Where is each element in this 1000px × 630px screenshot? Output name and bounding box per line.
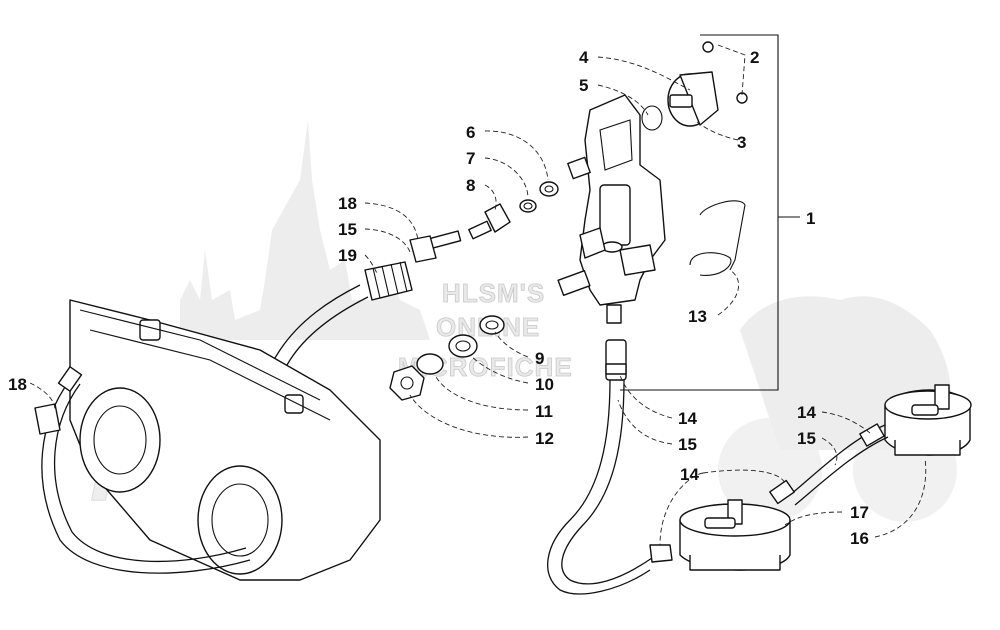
fuel-line-main (547, 339, 653, 595)
callout-14-lower: 14 (680, 465, 699, 484)
pump-cover-assembly (641, 41, 748, 131)
callouts: 1 2 3 4 5 6 7 8 9 10 11 12 13 14 15 14 1… (8, 48, 869, 548)
leader-lines (29, 44, 927, 546)
callout-10: 10 (535, 375, 554, 394)
engine-carburetor (34, 299, 381, 581)
callout-4: 4 (579, 48, 589, 67)
watermark-line1: HLSM'S (442, 278, 545, 308)
callout-14-upper: 14 (797, 403, 816, 422)
fuel-filter-lower (649, 499, 791, 571)
callout-15-pulse: 15 (338, 220, 357, 239)
callout-12: 12 (535, 429, 554, 448)
callout-15-main: 15 (678, 435, 697, 454)
callout-19: 19 (338, 246, 357, 265)
fuel-pump-body (557, 94, 746, 324)
callout-1: 1 (806, 209, 815, 228)
callout-3: 3 (737, 133, 746, 152)
callout-13: 13 (688, 307, 707, 326)
callout-9: 9 (535, 349, 544, 368)
callout-5: 5 (579, 76, 588, 95)
callout-2: 2 (750, 48, 759, 67)
callout-18-pulse: 18 (338, 194, 357, 213)
callout-7: 7 (466, 149, 475, 168)
callout-8: 8 (466, 176, 475, 195)
callout-16: 16 (850, 529, 869, 548)
callout-18-left: 18 (8, 375, 27, 394)
callout-14-main: 14 (678, 409, 697, 428)
fuel-filter-upper (769, 384, 972, 506)
assembly-bracket (620, 34, 779, 391)
callout-17: 17 (850, 503, 869, 522)
callout-11: 11 (535, 402, 553, 421)
callout-6: 6 (466, 123, 475, 142)
callout-15-upper: 15 (797, 429, 816, 448)
fittings-washers (389, 181, 559, 401)
